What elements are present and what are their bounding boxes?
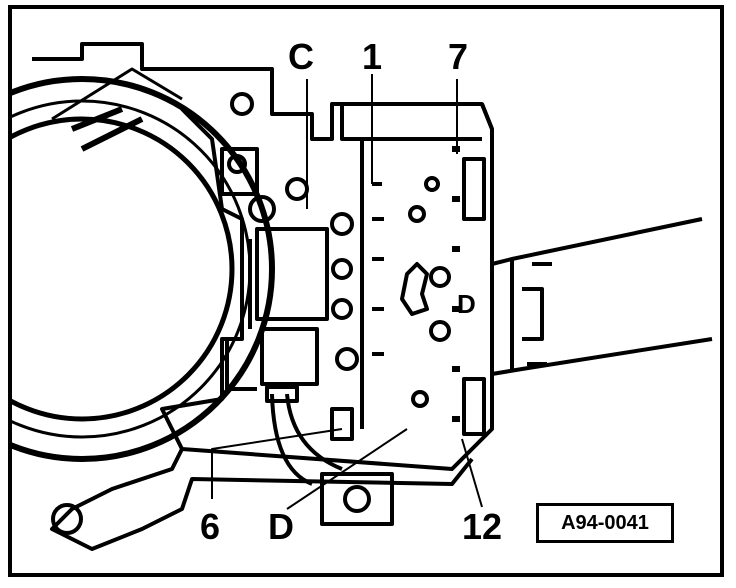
connector-c [220,147,359,391]
figure-id-box: A94-0041 [536,503,674,543]
figure-id-label: A94-0041 [561,511,649,534]
mounting-plate [32,42,494,551]
wire-leads [265,385,394,526]
lever-stalk [491,217,713,376]
diagram-frame: C 1 7 D 6 D 12 A94-0041 [8,5,724,577]
switch-assembly-drawing [12,42,713,551]
callout-6: 6 [200,506,221,547]
callout-7: 7 [448,36,469,77]
steering-ring [12,67,275,462]
leader-lines [211,74,483,510]
callout-d-bottom: D [268,506,294,547]
callout-1: 1 [362,36,383,77]
callout-c: C [288,36,314,77]
callout-12: 12 [462,506,503,547]
callout-d-right: D [457,289,476,319]
